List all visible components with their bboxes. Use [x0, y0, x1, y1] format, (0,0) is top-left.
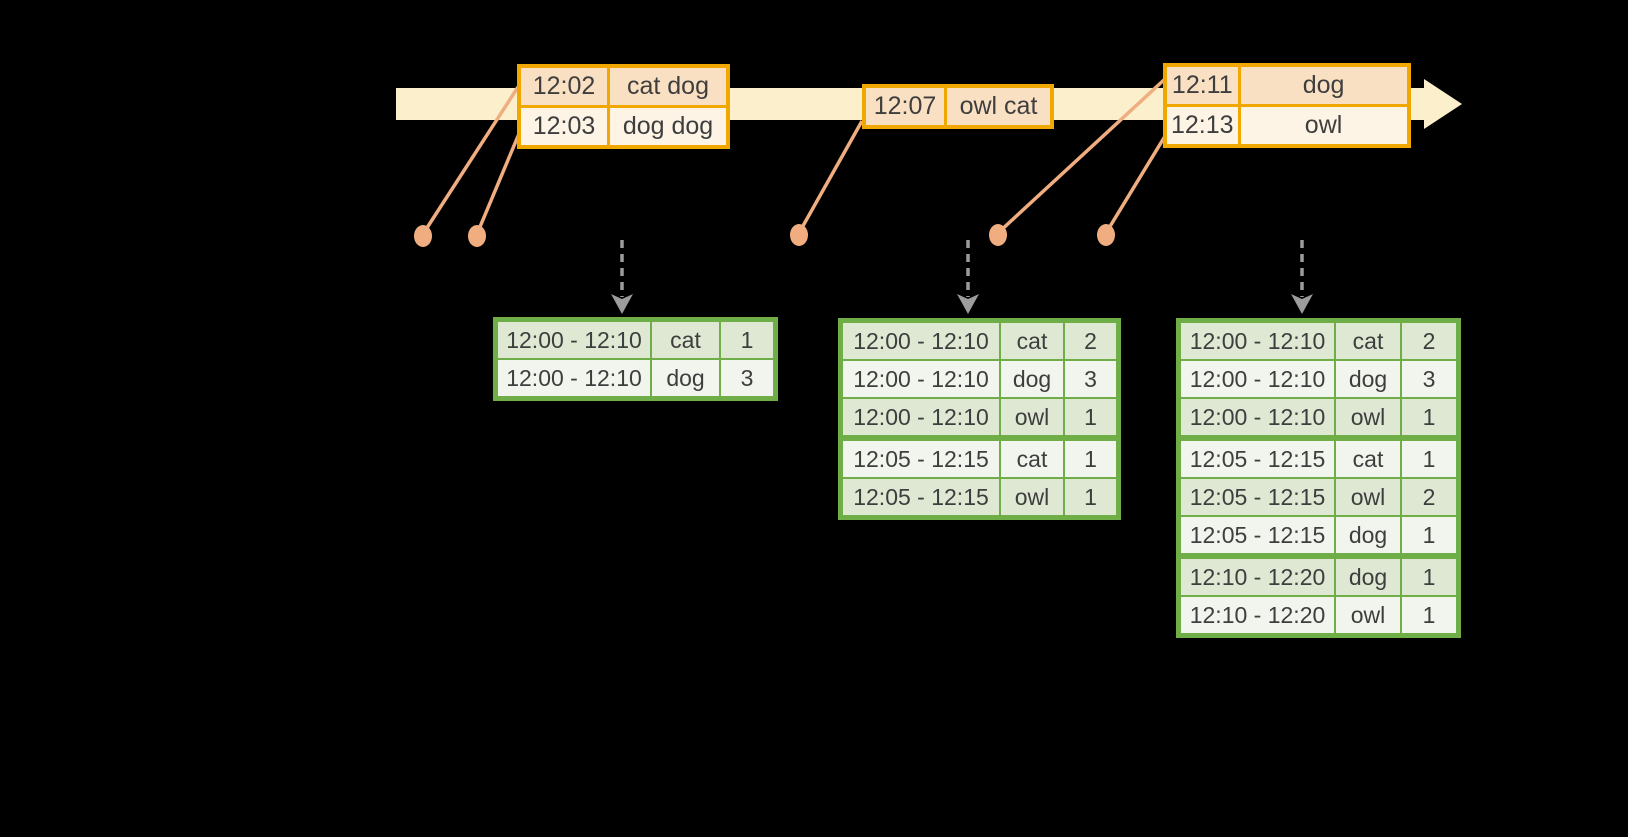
event-dot-icon	[468, 225, 486, 247]
table-cell: cat	[650, 318, 721, 360]
table-cell: 12:02	[517, 64, 610, 108]
table-cell: dog	[1237, 63, 1411, 107]
table-cell: owl	[1334, 397, 1402, 439]
table-cell: owl	[1334, 595, 1402, 637]
table-cell: 3	[1400, 359, 1460, 399]
table-cell: owl	[1237, 104, 1411, 148]
table-cell: owl	[1334, 477, 1402, 517]
table-cell: 1	[719, 318, 777, 360]
table-cell: dog	[650, 358, 721, 400]
table-cell: 12:13	[1163, 104, 1241, 148]
table-cell: 1	[1063, 435, 1120, 479]
timeline-right-arrow-icon	[1424, 79, 1462, 129]
table-cell: 12:00 - 12:10	[1177, 319, 1336, 361]
table-cell: dog	[1334, 553, 1402, 597]
table-cell: 12:05 - 12:15	[839, 477, 1001, 519]
down-arrow-icon	[1291, 294, 1313, 314]
table-cell: 12:05 - 12:15	[1177, 477, 1336, 517]
table-cell: owl	[999, 477, 1065, 519]
table-cell: 12:10 - 12:20	[1177, 553, 1336, 597]
event-dot-icon	[414, 225, 432, 247]
connector-line	[421, 86, 520, 235]
table-cell: 3	[719, 358, 777, 400]
table-cell: 3	[1063, 359, 1120, 399]
table-cell: 12:10 - 12:20	[1177, 595, 1336, 637]
table-cell: dog	[999, 359, 1065, 399]
table-cell: 12:11	[1163, 63, 1241, 107]
table-cell: 12:05 - 12:15	[839, 435, 1001, 479]
table-cell: 12:03	[517, 105, 610, 149]
table-cell: 12:00 - 12:10	[494, 318, 652, 360]
event-dot-icon	[790, 224, 808, 246]
table-cell: owl cat	[944, 84, 1054, 129]
event-dot-icon	[1097, 224, 1115, 246]
connector-line	[797, 120, 864, 234]
table-cell: 12:00 - 12:10	[1177, 397, 1336, 439]
table-cell: 12:00 - 12:10	[1177, 359, 1336, 399]
connector-line	[475, 128, 523, 235]
table-cell: 2	[1400, 477, 1460, 517]
table-cell: cat dog	[607, 64, 730, 108]
connector-line	[1104, 127, 1172, 234]
table-cell: owl	[999, 397, 1065, 439]
table-cell: dog	[1334, 359, 1402, 399]
table-cell: 1	[1400, 397, 1460, 439]
down-arrow-icon	[611, 294, 633, 314]
table-cell: cat	[999, 435, 1065, 479]
table-cell: 12:00 - 12:10	[494, 358, 652, 400]
table-cell: 12:07	[862, 84, 947, 129]
table-cell: 12:00 - 12:10	[839, 359, 1001, 399]
table-cell: 12:00 - 12:10	[839, 397, 1001, 439]
table-cell: 1	[1063, 477, 1120, 519]
table-cell: 1	[1400, 553, 1460, 597]
table-cell: 1	[1063, 397, 1120, 439]
table-cell: cat	[1334, 435, 1402, 479]
table-cell: dog	[1334, 515, 1402, 557]
table-cell: 12:05 - 12:15	[1177, 515, 1336, 557]
table-cell: 2	[1400, 319, 1460, 361]
table-cell: dog dog	[607, 105, 730, 149]
down-arrow-icon	[957, 294, 979, 314]
connector-line	[996, 77, 1167, 235]
event-dot-icon	[989, 224, 1007, 246]
table-cell: 1	[1400, 435, 1460, 479]
table-cell: cat	[1334, 319, 1402, 361]
table-cell: 12:05 - 12:15	[1177, 435, 1336, 479]
table-cell: 12:00 - 12:10	[839, 319, 1001, 361]
table-cell: 1	[1400, 595, 1460, 637]
table-cell: cat	[999, 319, 1065, 361]
table-cell: 1	[1400, 515, 1460, 557]
table-cell: 2	[1063, 319, 1120, 361]
